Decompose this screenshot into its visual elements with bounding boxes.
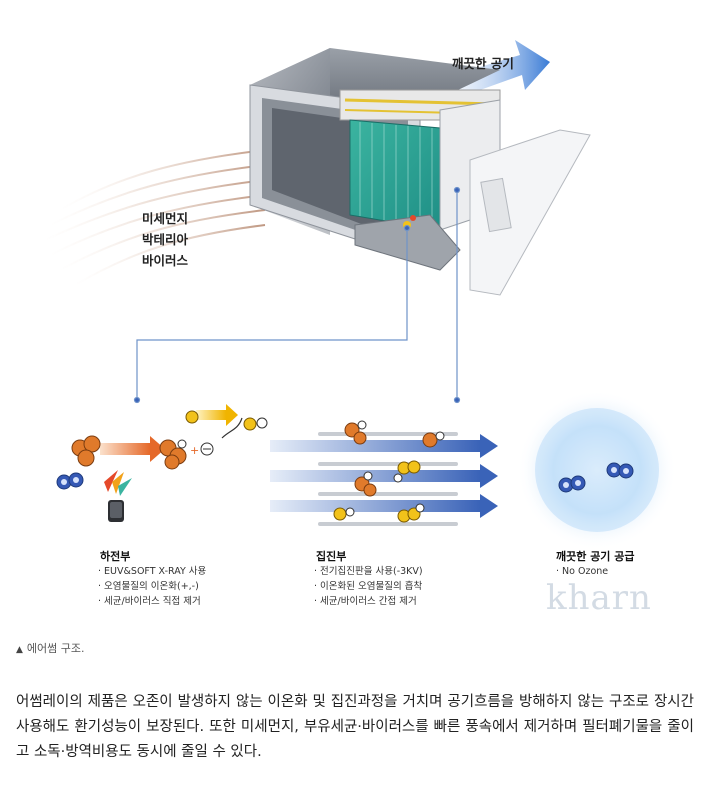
input-pollutants-label: 미세먼지 박테리아 바이러스 bbox=[142, 208, 188, 271]
section-title-collection: 집진부 bbox=[316, 550, 347, 563]
svg-text:+: + bbox=[190, 444, 199, 457]
body-paragraph: 어썸레이의 제품은 오존이 발생하지 않는 이온화 및 집진과정을 거치며 공기… bbox=[16, 694, 694, 760]
air-purifier-structure-diagram: + bbox=[44, 40, 677, 550]
input-label-line: 바이러스 bbox=[142, 253, 189, 268]
section-item: 오염물질의 이온화(+,-) bbox=[98, 579, 206, 594]
section-item: 세균/바이러스 간접 제거 bbox=[314, 594, 423, 609]
virus-particles-blue bbox=[56, 472, 84, 490]
watermark-logo: kharn bbox=[546, 578, 652, 618]
dirty-air-flow bbox=[44, 149, 266, 286]
caption-triangle-icon: ▲ bbox=[16, 645, 23, 655]
section-item: EUV&SOFT X-RAY 사용 bbox=[98, 564, 206, 579]
collection-section-illustration bbox=[270, 420, 498, 526]
front-cover-panel bbox=[469, 129, 591, 296]
pollutant-cluster-orange bbox=[71, 435, 101, 467]
leader-lines bbox=[133, 186, 461, 404]
section-list-charging: EUV&SOFT X-RAY 사용 오염물질의 이온화(+,-) 세균/바이러스… bbox=[98, 564, 206, 609]
uv-lamp-icon bbox=[104, 470, 132, 522]
section-list-collection: 전기집진판을 사용(-3KV) 이온화된 오염물질의 흡착 세균/바이러스 간접… bbox=[314, 564, 423, 609]
section-title-clean-air: 깨끗한 공기 공급 bbox=[556, 550, 635, 563]
ionized-cluster-orange bbox=[159, 439, 187, 470]
device-housing bbox=[249, 48, 501, 271]
input-label-line: 미세먼지 bbox=[142, 211, 189, 226]
section-item: 이온화된 오염물질의 흡착 bbox=[314, 579, 423, 594]
collected-particles bbox=[333, 420, 445, 523]
figure-caption: ▲에어썸 구조. bbox=[16, 640, 85, 656]
section-item: 전기집진판을 사용(-3KV) bbox=[314, 564, 423, 579]
section-item: 세균/바이러스 직접 제거 bbox=[98, 594, 206, 609]
section-list-clean-air: No Ozone bbox=[556, 564, 608, 579]
clean-air-glow bbox=[517, 390, 677, 550]
clean-air-label: 깨끗한 공기 bbox=[452, 56, 514, 71]
section-title-charging: 하전부 bbox=[100, 550, 131, 563]
section-item: No Ozone bbox=[556, 564, 608, 579]
input-label-line: 박테리아 bbox=[142, 232, 189, 247]
charging-section-illustration: + bbox=[56, 404, 268, 522]
yellow-particles bbox=[185, 410, 268, 431]
caption-text: 에어썸 구조. bbox=[26, 642, 85, 655]
